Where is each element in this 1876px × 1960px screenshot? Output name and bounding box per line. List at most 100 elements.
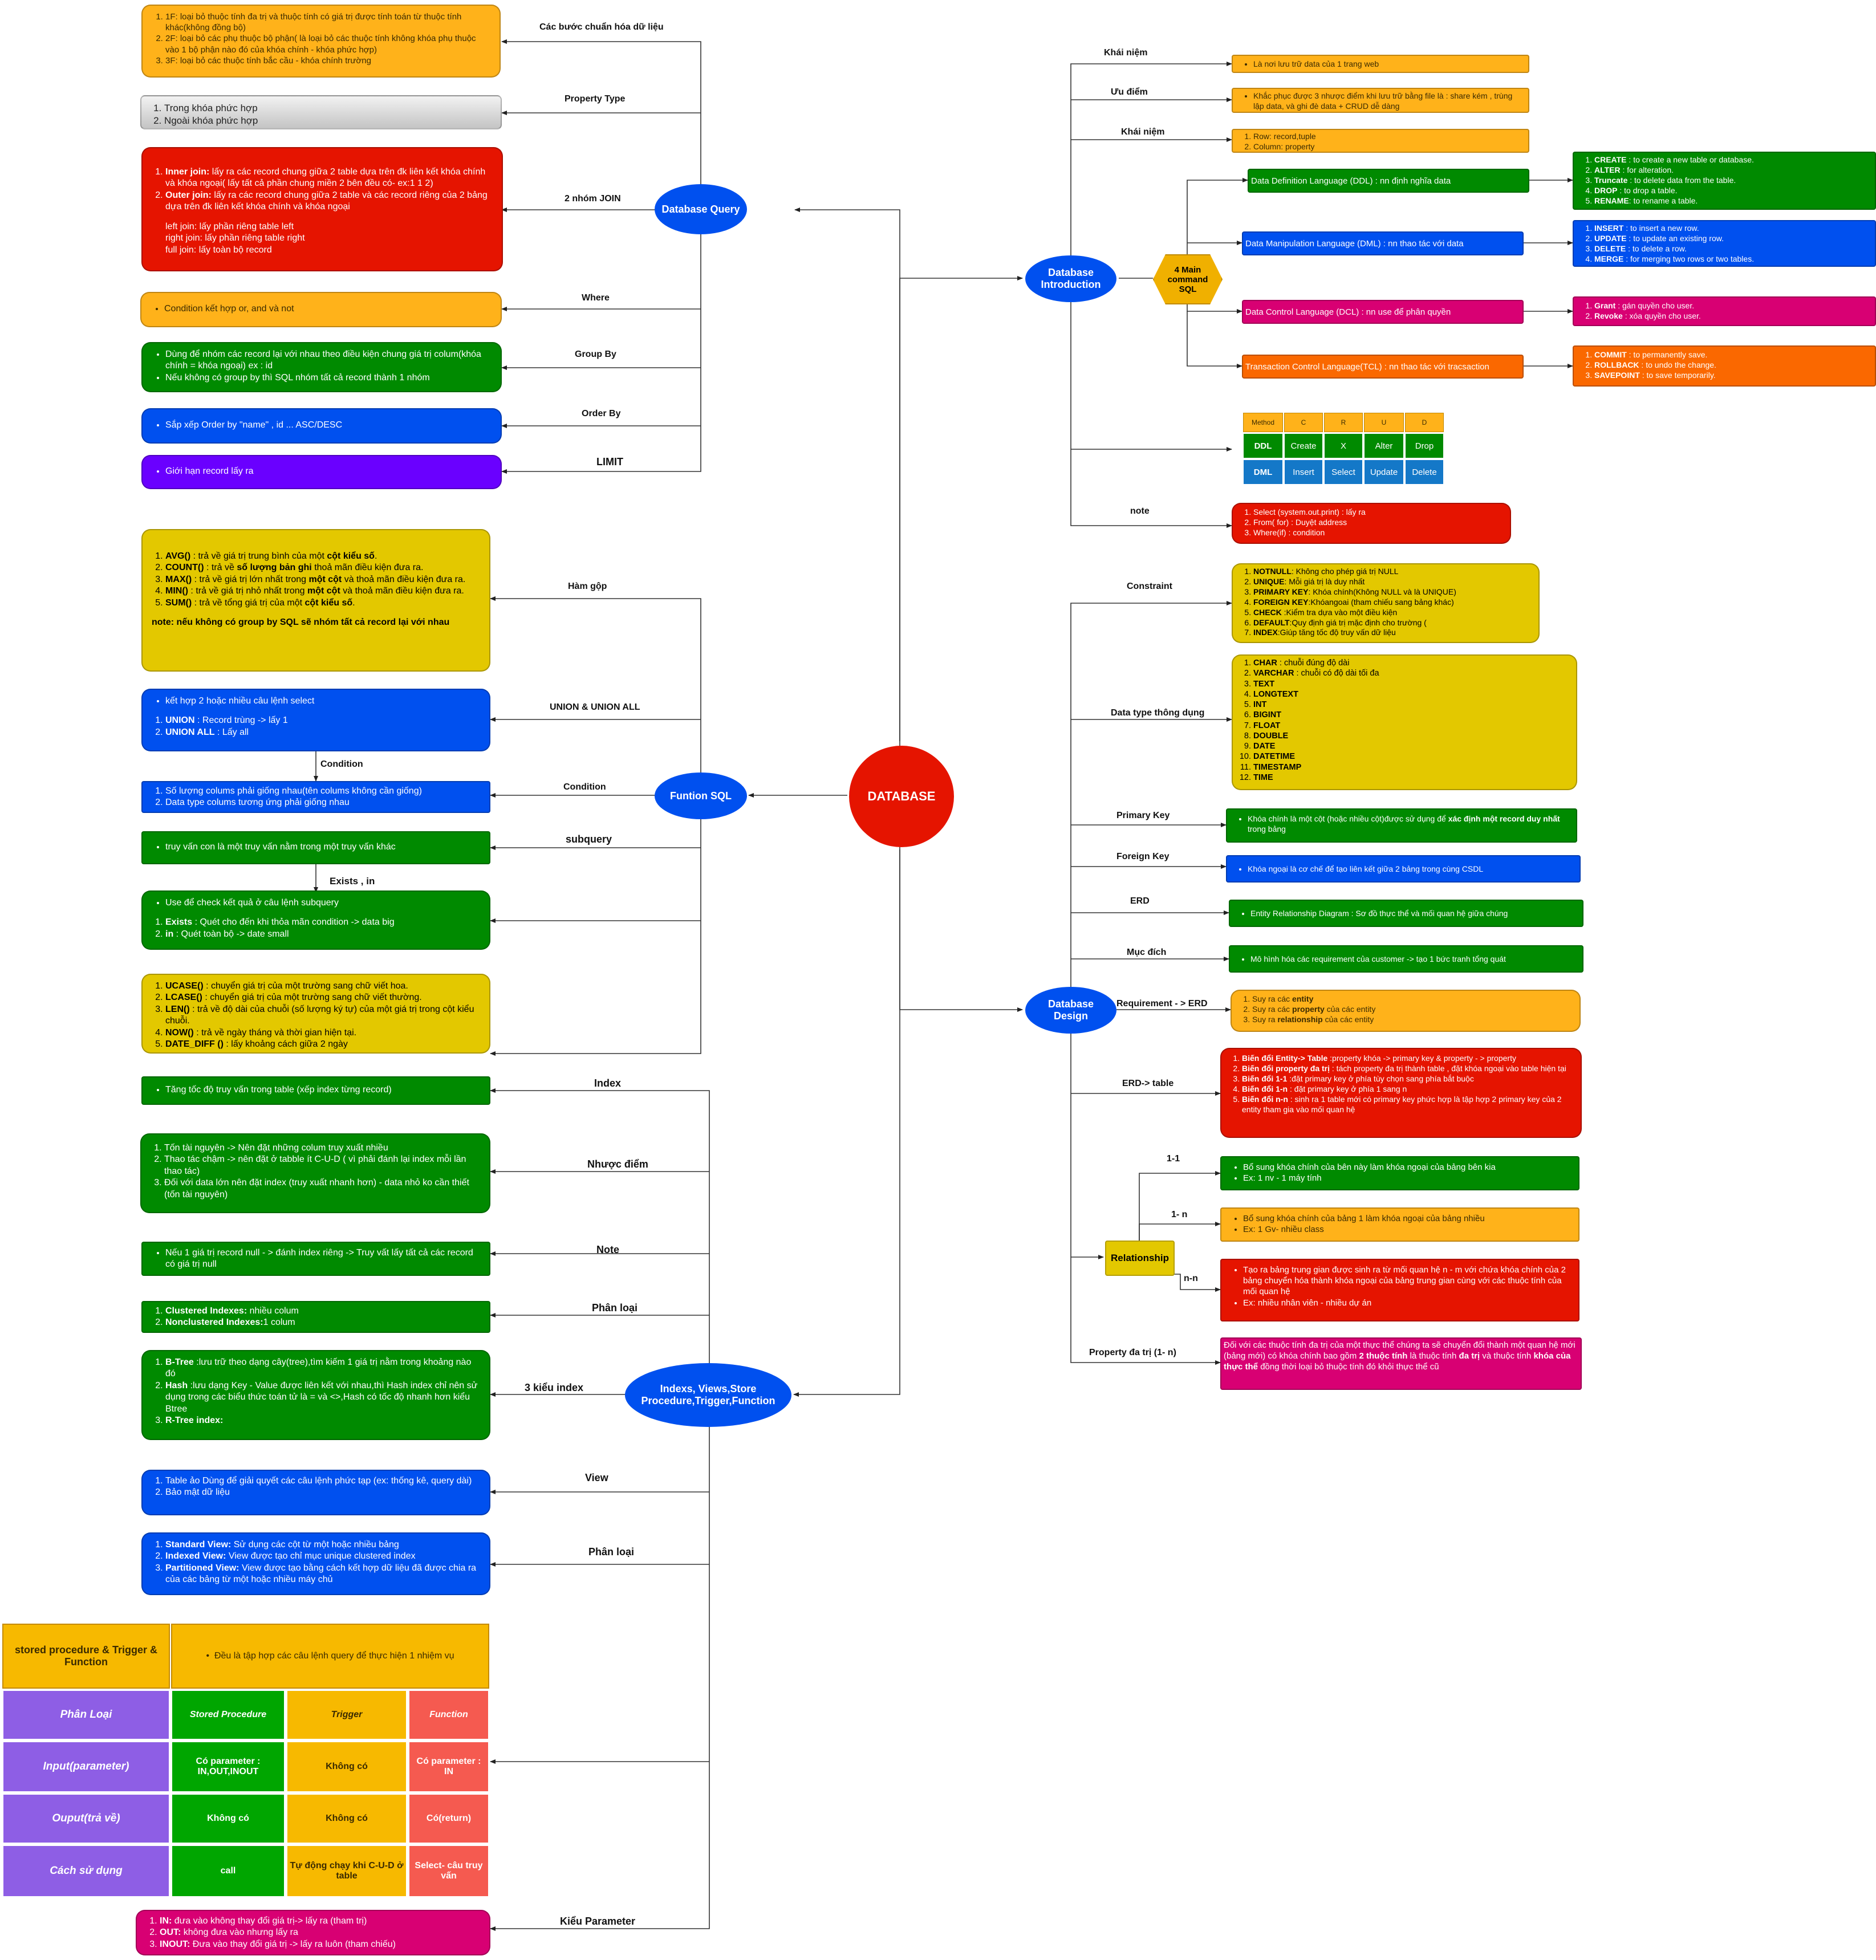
- label-normalization: Các bước chuẩn hóa dữ liệu: [539, 22, 664, 32]
- property-type-2: Ngoài khóa phức hợp: [164, 115, 492, 127]
- indexes-views-hub[interactable]: Indexs, Views,Store Procedure,Trigger,Fu…: [625, 1363, 791, 1427]
- datatype-item: TIME: [1253, 772, 1569, 783]
- matrix-cell: Alter: [1364, 433, 1404, 458]
- len-name: LEN(): [165, 1004, 190, 1014]
- label-exists-in: Exists , in: [330, 876, 375, 887]
- union-intro: kết hợp 2 hoặc nhiều câu lệnh select: [165, 696, 480, 707]
- dcl-commands-box[interactable]: Grant : gán quyền cho user.Revoke : xóa …: [1573, 296, 1876, 326]
- dcl-box[interactable]: Data Control Language (DCL) : nn use để …: [1242, 300, 1524, 324]
- database-query-hub[interactable]: Database Query: [655, 184, 747, 234]
- where-box[interactable]: Condition kết hợp or, and và not: [140, 292, 502, 327]
- database-design-hub[interactable]: Database Design: [1025, 987, 1116, 1034]
- exists-desc: : Quét cho đến khi thỏa mãn condition ->…: [192, 917, 395, 928]
- ddl-command-name: DROP: [1594, 185, 1618, 195]
- erd-table-box[interactable]: Biến đổi Entity-> Table :property khóa -…: [1220, 1048, 1582, 1138]
- function-sql-hub[interactable]: Funtion SQL: [655, 772, 747, 819]
- join-box[interactable]: Inner join: lấy ra các record chung giữa…: [141, 147, 503, 271]
- function-sql-label: Funtion SQL: [670, 790, 732, 802]
- subquery-box[interactable]: truy vấn con là một truy vấn nằm trong m…: [141, 831, 490, 864]
- one-n-box[interactable]: Bổ sung khóa chính của bảng 1 làm khóa n…: [1220, 1207, 1579, 1242]
- agg-sum-desc: : trả về tổng giá trị của một: [192, 597, 305, 608]
- view-types-box[interactable]: Standard View: Sử dụng các cột từ một ho…: [141, 1532, 490, 1595]
- proc-row-label: Input(parameter): [2, 1741, 170, 1792]
- n-n-example: Ex: nhiều nhân viên - nhiều dự án: [1243, 1298, 1570, 1308]
- datediff-name: DATE_DIFF (): [165, 1039, 224, 1050]
- exists-box[interactable]: Use để check kết quả ở câu lệnh subquery…: [141, 890, 490, 950]
- order-by-box[interactable]: Sắp xếp Order by "name" , id ... ASC/DES…: [141, 408, 502, 444]
- constraint-box[interactable]: NOTNULL: Không cho phép giá trị NULLUNIQ…: [1232, 563, 1540, 643]
- datatype-box[interactable]: CHAR : chuỗi đúng độ dàiVARCHAR : chuỗi …: [1232, 654, 1577, 790]
- group-by-item-2: Nếu không có group by thì SQL nhóm tất c…: [165, 372, 492, 384]
- union-desc: : Record trùng -> lấy 1: [194, 715, 288, 726]
- normalization-box[interactable]: 1F: loại bỏ thuộc tính đa trị và thuộc t…: [141, 5, 501, 78]
- parameter-box[interactable]: IN: đưa vào không thay đổi giá trị-> lấy…: [136, 1910, 490, 1955]
- hash-name: Hash: [165, 1380, 188, 1390]
- concept-box[interactable]: Là nơi lưu trữ data của 1 trang web: [1232, 55, 1529, 73]
- proc-row-label: Cách sử dụng: [2, 1845, 170, 1897]
- sql-note-box[interactable]: Select (system.out.print) : lấy ra From(…: [1232, 503, 1511, 544]
- advantage-box[interactable]: Khắc phục được 3 nhược điểm khi lưu trữ …: [1232, 88, 1529, 113]
- constraint-name: PRIMARY KEY: [1253, 587, 1309, 596]
- database-center-node[interactable]: DATABASE: [849, 746, 954, 847]
- dml-box[interactable]: Data Manipulation Language (DML) : nn th…: [1242, 231, 1524, 255]
- dml-commands-box[interactable]: INSERT : to insert a new row.UPDATE : to…: [1573, 220, 1876, 267]
- erd-table-item: Biến đổi property đa trị : tách property…: [1242, 1064, 1574, 1074]
- lcase-desc: : chuyển giá trị của một trường sang chữ…: [202, 993, 422, 1003]
- index-types-box[interactable]: Clustered Indexes: nhiều colum Noncluste…: [141, 1301, 490, 1333]
- label-join: 2 nhóm JOIN: [565, 194, 621, 204]
- one-one-box[interactable]: Bổ sung khóa chính của bên này làm khóa …: [1220, 1156, 1579, 1190]
- union-box[interactable]: kết hợp 2 hoặc nhiều câu lệnh select UNI…: [141, 689, 490, 751]
- primary-key-box[interactable]: Khóa chính là một cột (hoặc nhiều cột)đư…: [1226, 808, 1577, 843]
- erd-box[interactable]: Entity Relationship Diagram : Sơ đồ thực…: [1229, 900, 1583, 927]
- string-functions-box[interactable]: UCASE() : chuyển giá trị của một trường …: [141, 974, 490, 1054]
- ddl-command-desc: : for alteration.: [1620, 165, 1674, 174]
- requirement-box[interactable]: Suy ra các entitySuy ra các property của…: [1231, 990, 1581, 1032]
- condition-box[interactable]: Số lượng colums phải giống nhau(tên colu…: [141, 781, 490, 813]
- multivalued-box[interactable]: Đối với các thuộc tính đa trị của một th…: [1220, 1337, 1582, 1390]
- note-from: From( for) : Duyệt address: [1253, 518, 1503, 528]
- ddl-commands-box[interactable]: CREATE : to create a new table or databa…: [1573, 152, 1876, 210]
- clustered-item: Clustered Indexes: nhiều colum: [165, 1306, 480, 1317]
- note-select: Select (system.out.print) : lấy ra: [1253, 507, 1503, 518]
- limit-box[interactable]: Giới hạn record lấy ra: [141, 455, 502, 489]
- proc-cell: Không có: [286, 1794, 407, 1844]
- purpose-box[interactable]: Mô hình hóa các requirement của customer…: [1229, 945, 1583, 973]
- proc-table-desc: • Đều là tập hợp các câu lệnh query để t…: [171, 1624, 489, 1689]
- proc-desc-text: • Đều là tập hợp các câu lệnh query để t…: [206, 1651, 454, 1661]
- relationship-node[interactable]: Relationship: [1105, 1241, 1175, 1276]
- requirement-item: Suy ra các property của các entity: [1252, 1005, 1573, 1015]
- tcl-commands-box[interactable]: COMMIT : to permanently save.ROLLBACK : …: [1573, 345, 1876, 387]
- constraint-name: INDEX: [1253, 628, 1278, 637]
- outer-join-item: Outer join: lấy ra các record chung giữa…: [165, 190, 493, 213]
- in-name: in: [165, 929, 174, 939]
- advantage-text: Khắc phục được 3 nhược điểm khi lưu trữ …: [1253, 91, 1521, 112]
- index-cons-box[interactable]: Tốn tài nguyên -> Nên đặt những colum tr…: [140, 1133, 490, 1213]
- index-box[interactable]: Tăng tốc độ truy vấn trong table (xếp in…: [141, 1076, 490, 1105]
- aggregate-box[interactable]: AVG() : trả về giá trị trung bình của mộ…: [141, 529, 490, 672]
- btree-desc: :lưu trữ theo dạng cây(tree),tìm kiếm 1 …: [165, 1357, 472, 1379]
- view-box[interactable]: Table ảo Dùng để giải quyết các câu lệnh…: [141, 1470, 490, 1515]
- foreign-key-box[interactable]: Khóa ngoại là cơ chế để tạo liên kết giữ…: [1226, 855, 1581, 883]
- row-column-box[interactable]: Row: record,tuple Column: property: [1232, 129, 1529, 153]
- standard-view-item: Standard View: Sử dụng các cột từ một ho…: [165, 1539, 480, 1551]
- ddl-box[interactable]: Data Definition Language (DDL) : nn định…: [1248, 169, 1529, 193]
- datediff-desc: : lấy khoảng cách giữa 2 ngày: [223, 1039, 348, 1050]
- exists-name: Exists: [165, 917, 193, 928]
- index-kinds-box[interactable]: B-Tree :lưu trữ theo dạng cây(tree),tìm …: [141, 1350, 490, 1440]
- btree-name: B-Tree: [165, 1357, 194, 1367]
- property-type-box[interactable]: Trong khóa phức hợp Ngoài khóa phức hợp: [140, 95, 502, 129]
- proc-table-title: stored procedure & Trigger & Function: [2, 1624, 170, 1689]
- ddl-command-name: ALTER: [1594, 165, 1621, 174]
- aggregate-item: AVG() : trả về giá trị trung bình của mộ…: [165, 551, 480, 562]
- indexed-view-desc: View được tạo chỉ mục unique clustered i…: [226, 1551, 416, 1562]
- normalization-1f: 1F: loại bỏ thuộc tính đa trị và thuộc t…: [165, 11, 490, 33]
- group-by-box[interactable]: Dùng để nhóm các record lại với nhau the…: [141, 342, 502, 392]
- database-introduction-hub[interactable]: Database Introduction: [1025, 255, 1116, 302]
- n-n-box[interactable]: Tạo ra bảng trung gian được sinh ra từ m…: [1220, 1259, 1579, 1321]
- index-note-box[interactable]: Nếu 1 giá trị record null - > đánh index…: [141, 1242, 490, 1276]
- tcl-box[interactable]: Transaction Control Language(TCL) : nn t…: [1242, 355, 1524, 379]
- main-commands-node[interactable]: 4 Main command SQL: [1153, 254, 1223, 304]
- label-aggregate: Hàm gộp: [568, 582, 607, 591]
- tcl-command-desc: : to permanently save.: [1626, 350, 1708, 359]
- proc-col-header: Function: [408, 1690, 489, 1740]
